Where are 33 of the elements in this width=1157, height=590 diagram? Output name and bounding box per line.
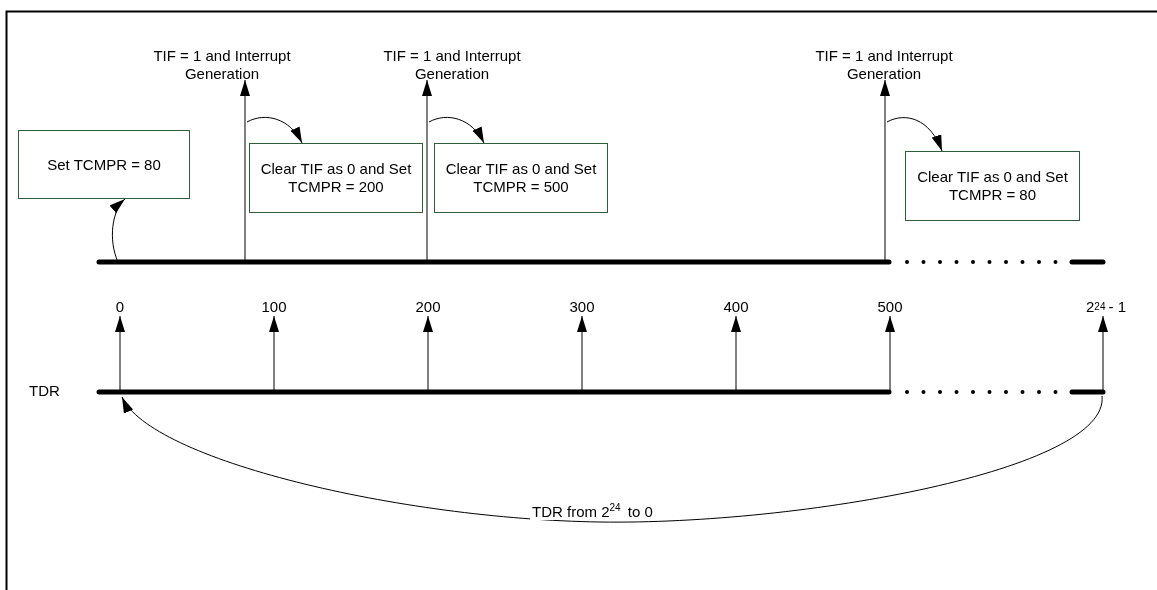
arrow — [886, 117, 943, 152]
event-label: TIF = 1 and Interrupt Generation — [127, 45, 317, 85]
arrow — [246, 116, 303, 144]
process-box: Clear TIF as 0 and Set TCMPR = 80 — [905, 151, 1080, 221]
arrow — [577, 315, 587, 393]
timeline-axis — [97, 257, 1106, 267]
arrow — [115, 315, 125, 393]
arrow — [428, 116, 485, 144]
arrow — [240, 79, 250, 263]
process-box: Clear TIF as 0 and Set TCMPR = 200 — [249, 143, 423, 213]
arrow — [422, 79, 432, 263]
arrow — [269, 315, 279, 393]
edge-label: TDR from 2$^{24}$ to 0 — [530, 504, 655, 520]
arrow — [880, 79, 890, 263]
event-label: 0 — [95, 298, 145, 316]
event-label: 2$^{24}$ - 1 — [1073, 298, 1139, 316]
arrow — [110, 198, 126, 263]
arrow — [423, 315, 433, 393]
event-label: TIF = 1 and Interrupt Generation — [789, 45, 979, 85]
axis-label: TDR — [27, 383, 62, 399]
timeline-axis — [97, 387, 1106, 397]
arrow — [121, 395, 1103, 523]
arrow — [885, 315, 895, 393]
event-label: 500 — [865, 298, 915, 316]
event-label: 400 — [711, 298, 761, 316]
event-label: TIF = 1 and Interrupt Generation — [357, 45, 547, 85]
arrow — [731, 315, 741, 393]
event-label: 200 — [403, 298, 453, 316]
process-box: Clear TIF as 0 and Set TCMPR = 500 — [434, 143, 608, 213]
event-label: 100 — [249, 298, 299, 316]
event-label: 300 — [557, 298, 607, 316]
process-box: Set TCMPR = 80 — [18, 130, 190, 199]
arrow — [1098, 315, 1108, 393]
